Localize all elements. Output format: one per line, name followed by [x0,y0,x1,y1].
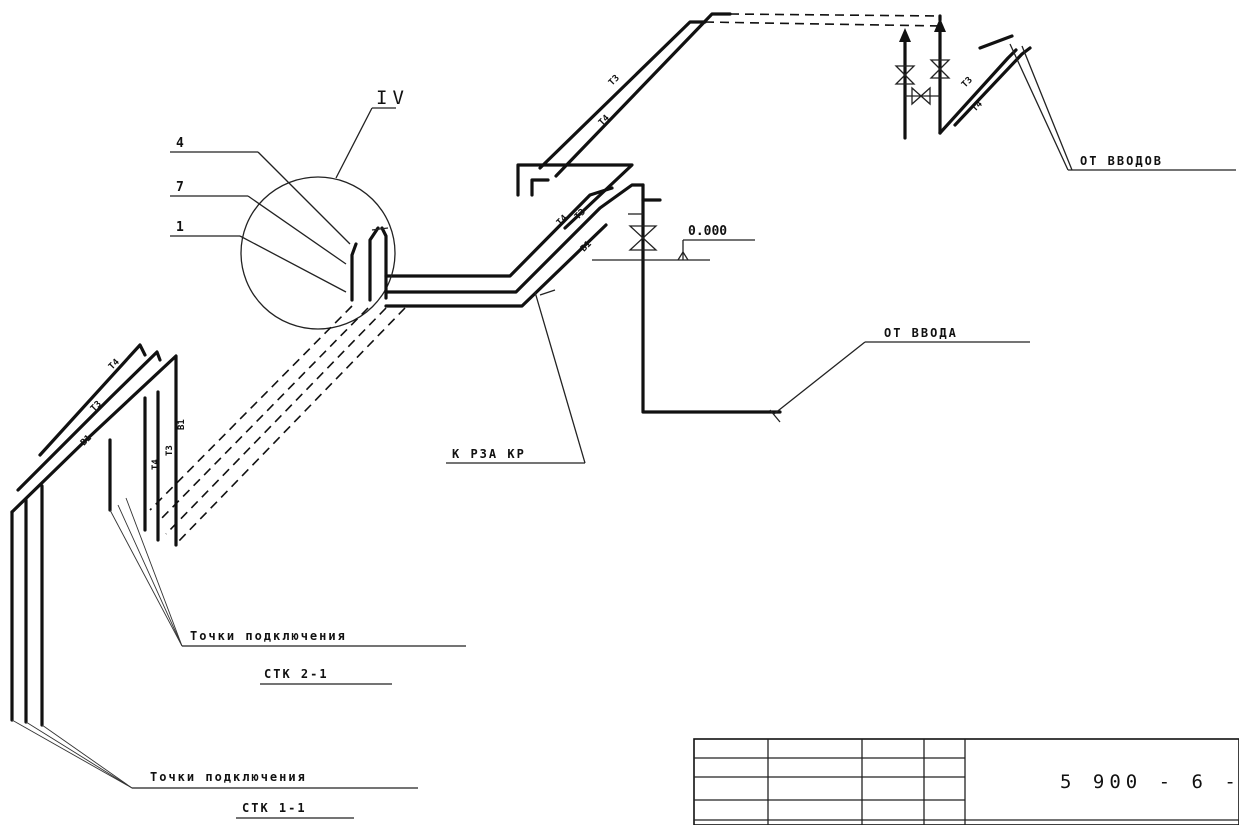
connection-points-1-title: Точки подключения [150,770,307,784]
to-riser-label: К РЗА КР [452,447,526,461]
arrow-up-icon [899,28,911,42]
pipe-label-t4: Т4 [970,99,985,114]
input-riser: 0.000 ОТ ВВОДА [592,198,1030,423]
main-horizontal-runs [384,183,645,464]
pipe-label-t4: Т4 [151,459,161,470]
top-right-risers: ОТ ВВОДОВ [894,18,1236,171]
callout-7-label: 7 [176,180,184,195]
detail-circle-iv: IV 4 7 1 [170,87,409,330]
gate-valve-icon [894,65,916,85]
drawing-code: 5 900 - 6 - В [1060,771,1239,793]
pipe-label-t4: Т4 [107,357,122,372]
pipe-code-labels: Т3 Т4 Т4 Т3 В1 Т3 Т4 Т4 Т3 В1 Т4 Т3 В1 [79,73,985,470]
pipe-label-b1: В1 [177,419,187,430]
connection-points-2-code: СТК 2-1 [264,667,329,681]
from-input-label: ОТ ВВОДА [884,326,958,340]
dashed-diagonal-runs [149,305,406,546]
callout-4-label: 4 [176,136,184,151]
connection-points-stk-2-1: Точки подключения СТК 2-1 [109,497,466,685]
connection-points-stk-1-1: Точки подключения СТК 1-1 [11,719,418,819]
riser-label: К РЗА КР [446,447,585,464]
from-inputs-label: ОТ ВВОДОВ [1080,154,1163,168]
gate-valve-icon [929,59,951,79]
connection-points-2-title: Точки подключения [190,629,347,643]
connection-points-1-code: СТК 1-1 [242,801,307,815]
pipe-label-t3: Т3 [89,399,104,414]
detail-mark-label: IV [376,87,409,109]
pipe-label-t3: Т3 [607,73,622,88]
gate-valve-icon [628,225,658,251]
callout-1-label: 1 [176,220,184,235]
elevation-label: 0.000 [688,224,727,239]
pipe-label-t3: Т3 [165,445,175,456]
left-pipe-group [10,343,178,727]
pipe-label-t4: Т4 [597,113,612,128]
arrow-up-icon [934,18,946,32]
pipe-label-b1: В1 [579,239,594,254]
pipe-label-t3: Т3 [960,75,975,90]
upper-pipe-route [538,12,942,178]
title-block: 5 900 - 6 - В [693,738,1239,825]
gate-valve-icon [911,86,931,106]
